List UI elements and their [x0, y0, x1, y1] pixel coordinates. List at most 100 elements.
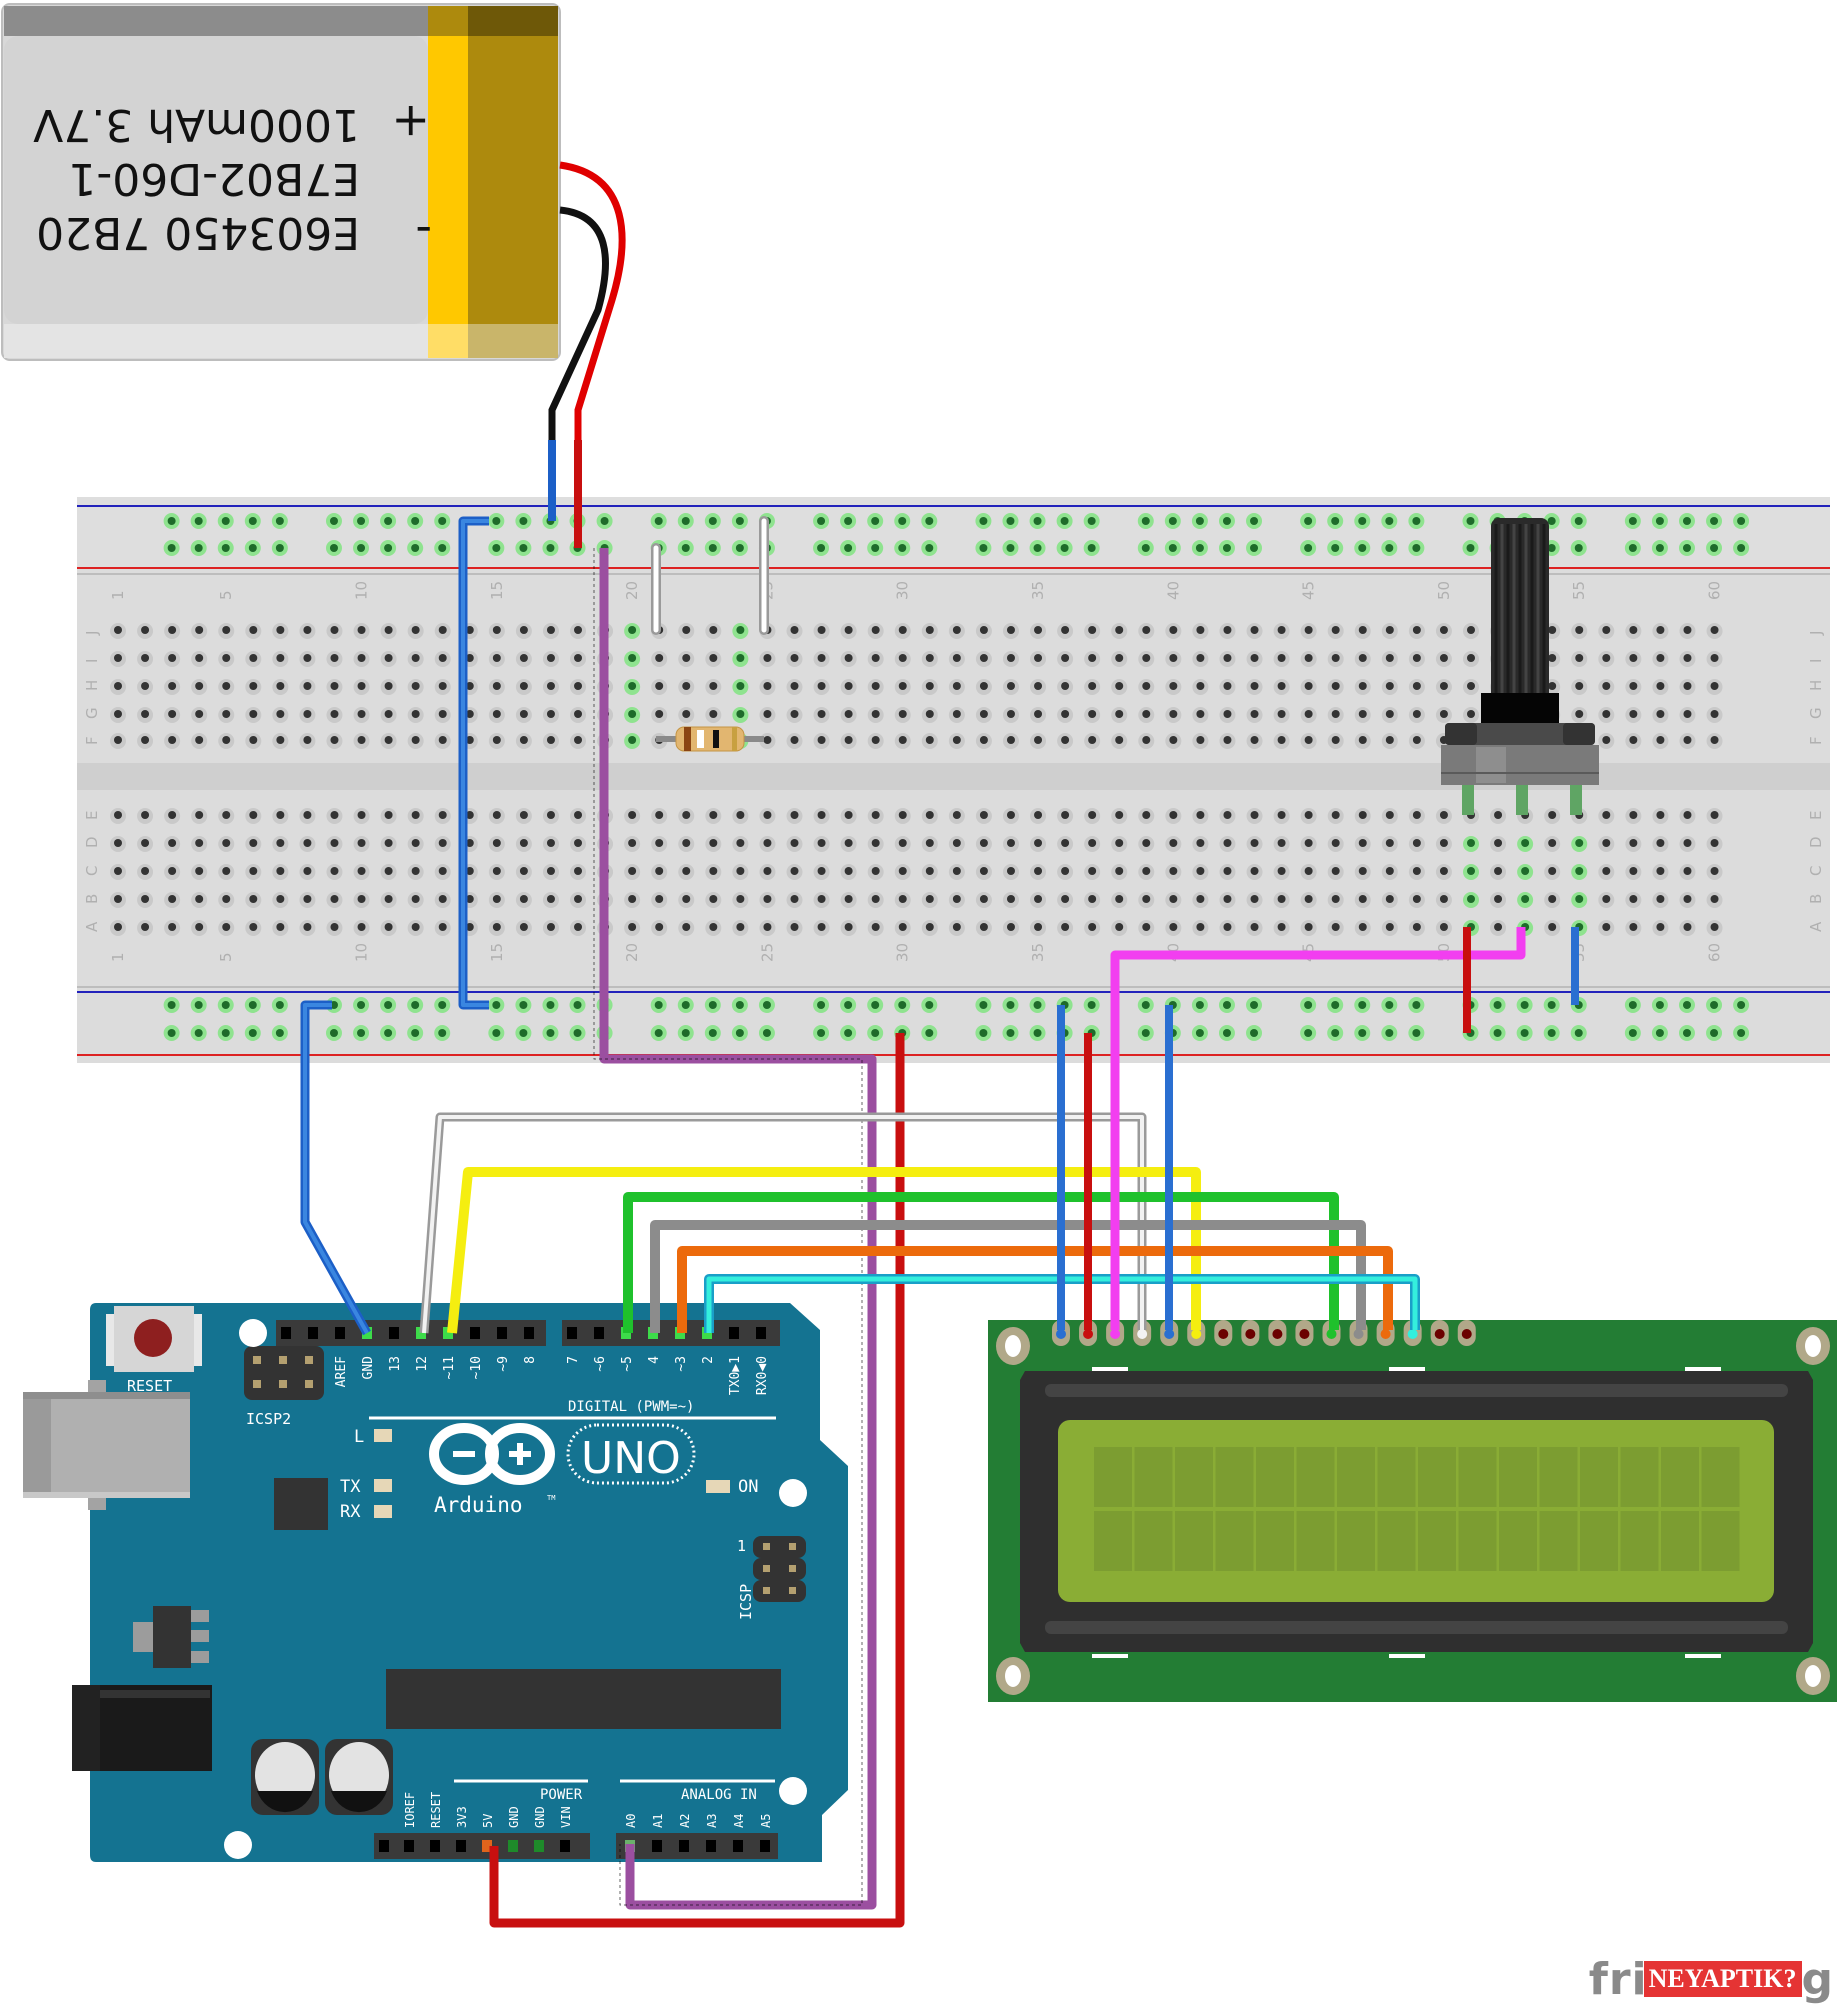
header-socket[interactable]: [760, 1840, 770, 1852]
breadboard-hole[interactable]: [330, 682, 339, 690]
header-socket[interactable]: [652, 1840, 662, 1852]
breadboard-hole[interactable]: [1629, 867, 1638, 875]
rail-hole[interactable]: [735, 517, 744, 525]
breadboard-hole[interactable]: [1061, 923, 1070, 931]
rail-hole[interactable]: [1331, 544, 1340, 552]
rail-hole[interactable]: [1628, 1001, 1637, 1009]
breadboard-hole[interactable]: [979, 654, 988, 662]
wire-5v-red[interactable]: [489, 1033, 905, 1928]
breadboard-hole[interactable]: [1250, 839, 1259, 847]
breadboard-hole[interactable]: [357, 710, 366, 718]
breadboard-hole[interactable]: [1521, 895, 1530, 903]
rail-hole[interactable]: [817, 1001, 826, 1009]
breadboard-hole[interactable]: [1385, 867, 1394, 875]
breadboard-hole[interactable]: [1088, 895, 1097, 903]
breadboard-hole[interactable]: [952, 811, 961, 819]
breadboard-hole[interactable]: [411, 923, 420, 931]
breadboard-hole[interactable]: [519, 654, 528, 662]
breadboard-hole[interactable]: [709, 626, 718, 634]
breadboard-hole[interactable]: [222, 839, 231, 847]
breadboard-hole[interactable]: [952, 839, 961, 847]
rail-hole[interactable]: [1574, 1029, 1583, 1037]
breadboard-hole[interactable]: [276, 654, 285, 662]
rail-hole[interactable]: [1710, 1029, 1719, 1037]
breadboard-hole[interactable]: [682, 895, 691, 903]
potentiometer[interactable]: [1441, 518, 1599, 815]
breadboard-hole[interactable]: [925, 867, 934, 875]
rail-hole[interactable]: [1682, 1001, 1691, 1009]
breadboard-hole[interactable]: [1169, 654, 1178, 662]
breadboard-hole[interactable]: [276, 811, 285, 819]
rail-hole[interactable]: [1006, 544, 1015, 552]
breadboard-hole[interactable]: [1331, 867, 1340, 875]
rail-hole[interactable]: [762, 1001, 771, 1009]
breadboard-hole[interactable]: [546, 811, 555, 819]
breadboard-hole[interactable]: [952, 654, 961, 662]
rail-hole[interactable]: [1655, 517, 1664, 525]
breadboard-hole[interactable]: [330, 626, 339, 634]
breadboard-hole[interactable]: [898, 923, 907, 931]
breadboard-hole[interactable]: [790, 710, 799, 718]
breadboard-hole[interactable]: [1683, 895, 1692, 903]
rail-hole[interactable]: [871, 1001, 880, 1009]
breadboard-hole[interactable]: [546, 626, 555, 634]
breadboard-hole[interactable]: [1034, 682, 1043, 690]
breadboard-hole[interactable]: [1548, 923, 1557, 931]
breadboard-hole[interactable]: [817, 736, 826, 744]
breadboard-hole[interactable]: [465, 654, 474, 662]
breadboard-hole[interactable]: [1358, 923, 1367, 931]
breadboard-hole[interactable]: [1088, 811, 1097, 819]
rail-hole[interactable]: [1682, 1029, 1691, 1037]
breadboard-hole[interactable]: [384, 811, 393, 819]
rail-hole[interactable]: [1628, 544, 1637, 552]
breadboard-hole[interactable]: [1169, 710, 1178, 718]
breadboard-hole[interactable]: [114, 682, 122, 690]
breadboard-hole[interactable]: [736, 626, 745, 634]
breadboard-hole[interactable]: [1196, 895, 1205, 903]
breadboard-hole[interactable]: [1169, 811, 1178, 819]
header-socket[interactable]: [404, 1840, 414, 1852]
breadboard-hole[interactable]: [1439, 710, 1448, 718]
rail-hole[interactable]: [708, 1001, 717, 1009]
rail-hole[interactable]: [1006, 1001, 1015, 1009]
breadboard-hole[interactable]: [1142, 811, 1151, 819]
breadboard-hole[interactable]: [141, 654, 150, 662]
breadboard-hole[interactable]: [1115, 736, 1124, 744]
breadboard-hole[interactable]: [330, 923, 339, 931]
breadboard-hole[interactable]: [1196, 811, 1205, 819]
rail-hole[interactable]: [1710, 517, 1719, 525]
breadboard-hole[interactable]: [492, 654, 501, 662]
breadboard-hole[interactable]: [330, 839, 339, 847]
breadboard-hole[interactable]: [1683, 710, 1692, 718]
breadboard-hole[interactable]: [222, 626, 231, 634]
breadboard-hole[interactable]: [1061, 710, 1070, 718]
rail-hole[interactable]: [1412, 544, 1421, 552]
breadboard-hole[interactable]: [519, 736, 528, 744]
breadboard-hole[interactable]: [1006, 923, 1015, 931]
breadboard-hole[interactable]: [168, 626, 177, 634]
breadboard-hole[interactable]: [330, 811, 339, 819]
breadboard-hole[interactable]: [249, 736, 258, 744]
breadboard-hole[interactable]: [249, 839, 258, 847]
breadboard-hole[interactable]: [357, 895, 366, 903]
rail-hole[interactable]: [1195, 1001, 1204, 1009]
breadboard-hole[interactable]: [195, 895, 204, 903]
breadboard-hole[interactable]: [682, 626, 691, 634]
rail-hole[interactable]: [1682, 517, 1691, 525]
breadboard-hole[interactable]: [1223, 811, 1232, 819]
rail-hole[interactable]: [1195, 517, 1204, 525]
breadboard-hole[interactable]: [411, 710, 420, 718]
breadboard-hole[interactable]: [817, 710, 826, 718]
breadboard-hole[interactable]: [1412, 710, 1421, 718]
breadboard-hole[interactable]: [1412, 811, 1421, 819]
breadboard-hole[interactable]: [141, 811, 150, 819]
breadboard-hole[interactable]: [1061, 682, 1070, 690]
breadboard-hole[interactable]: [195, 867, 204, 875]
breadboard-hole[interactable]: [141, 839, 150, 847]
breadboard-hole[interactable]: [709, 682, 718, 690]
breadboard-hole[interactable]: [1331, 839, 1340, 847]
breadboard-hole[interactable]: [222, 736, 231, 744]
rail-hole[interactable]: [1628, 517, 1637, 525]
breadboard-hole[interactable]: [1196, 736, 1205, 744]
breadboard-hole[interactable]: [411, 839, 420, 847]
